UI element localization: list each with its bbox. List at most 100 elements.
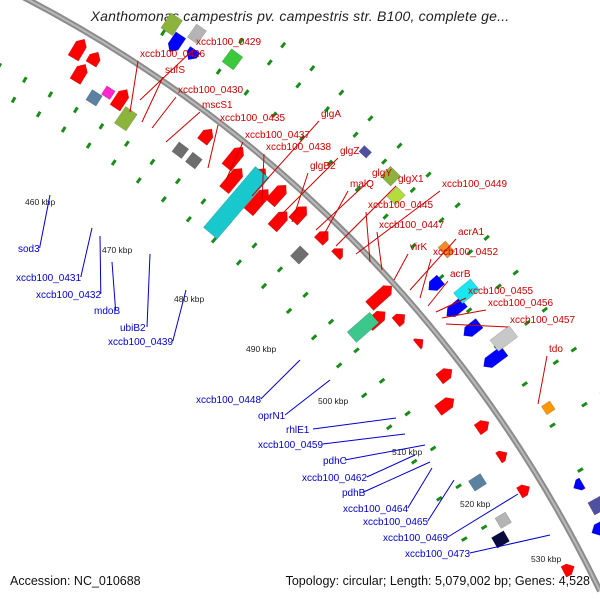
gene-label-reverse[interactable]: xccb100_0469 [383,533,448,544]
forward-gene[interactable] [434,394,457,416]
olive-gene[interactable] [160,12,183,36]
purple-gene[interactable] [358,145,372,159]
gene-label-forward[interactable]: xccb100_0447 [379,220,444,231]
forward-gene[interactable] [67,36,90,62]
forward-gene[interactable] [313,227,332,246]
gene-label-forward[interactable]: xccb100_0455 [468,286,533,297]
gene-label-reverse[interactable]: pdhC [323,456,347,467]
forward-gene[interactable] [221,143,248,172]
gene-label-reverse[interactable]: rhlE1 [286,425,310,436]
forward-gene[interactable] [219,165,246,195]
olive-gene[interactable] [380,165,401,187]
gene-label-reverse[interactable]: sod3 [18,244,40,255]
gene-label-forward[interactable]: xccb100_0456 [488,298,553,309]
forward-gene[interactable] [473,417,492,436]
green-gene[interactable] [346,311,380,343]
reverse-gene[interactable] [480,345,509,371]
gene-label-forward[interactable]: xccb100_0445 [368,200,433,211]
navy-gene[interactable] [491,530,510,549]
purple-gene[interactable] [587,483,600,516]
forward-gene[interactable] [365,282,395,311]
reverse-gene[interactable] [460,318,484,341]
forward-gene[interactable] [267,208,292,233]
forward-gene[interactable] [197,125,216,146]
orange-gene[interactable] [540,400,556,416]
gene-label-forward[interactable]: xccb100_0430 [178,85,243,96]
forward-gene[interactable] [85,49,104,68]
gene-label-forward[interactable]: xccb100_0437 [245,130,310,141]
gene-label-forward[interactable]: acrA1 [458,227,485,238]
guide-dot [285,307,293,315]
gene-label-forward[interactable]: xccb100_0449 [442,179,507,190]
gene-label-reverse[interactable]: xccb100_0473 [405,549,470,560]
forward-gene[interactable] [495,448,510,464]
guide-dot [382,213,389,220]
gene-label-forward[interactable]: malQ [350,179,374,190]
gray-gene[interactable] [494,511,512,529]
gene-label-forward[interactable]: glgY [372,168,392,179]
gray-gene[interactable] [489,325,518,352]
forward-gene[interactable] [265,181,291,208]
guide-dot [409,186,416,194]
gene-label-forward[interactable]: glgX1 [398,174,424,185]
gene-label-forward[interactable]: xccb100_0452 [433,247,498,258]
forward-gene[interactable] [560,561,577,578]
gene-label-reverse[interactable]: xccb100_0459 [258,440,323,451]
gene-label-forward[interactable]: xccb100_0435 [220,113,285,124]
gene-label-forward[interactable]: mscS1 [202,100,233,111]
gene-label-forward[interactable]: xccb100_0457 [510,315,575,326]
gene-label-forward[interactable]: glgA [321,109,341,120]
gene-label-reverse[interactable]: pdhB [342,488,366,499]
gene-label-forward[interactable]: xccb100_0429 [196,37,261,48]
forward-gene[interactable] [331,244,347,261]
reverse-gene[interactable] [425,274,446,295]
gene-label-forward[interactable]: glgB2 [310,161,336,172]
cyan-gene[interactable] [453,278,480,305]
guide-dot [215,68,222,75]
reverse-gene[interactable] [165,31,187,55]
guide-dot [381,158,388,165]
gray-gene[interactable] [185,151,203,170]
gray-gene[interactable] [290,245,310,265]
gene-label-forward[interactable]: sufS [165,65,185,76]
cyan-gene[interactable] [203,166,270,240]
pink-gene[interactable] [101,85,116,100]
gene-label-reverse[interactable]: xccb100_0464 [343,504,408,515]
gray-gene[interactable] [171,141,190,160]
forward-gene[interactable] [69,61,91,85]
gray-gene[interactable] [187,23,207,45]
leader-line [393,253,409,281]
gene-label-forward[interactable]: xccb100_0438 [266,142,331,153]
gene-label-forward[interactable]: acrB [450,269,471,280]
gene-label-reverse[interactable]: xccb100_0431 [16,273,81,284]
leader-line [321,190,349,239]
forward-gene[interactable] [516,482,532,499]
green-gene[interactable] [221,48,244,71]
gene-label-forward[interactable]: xccb100_0426 [140,49,205,60]
gene-label-reverse[interactable]: oprN1 [258,411,286,422]
gene-label-forward[interactable]: tdo [549,344,563,355]
gene-label-forward[interactable]: glgZ [340,146,359,157]
gene-label-reverse[interactable]: xccb100_0465 [363,517,428,528]
olive-gene[interactable] [114,106,138,132]
gray-blue-gene[interactable] [468,473,488,492]
forward-gene[interactable] [109,86,132,112]
gene-label-reverse[interactable]: xccb100_0448 [196,395,261,406]
gene-label-forward[interactable]: virK [410,242,428,253]
reverse-gene[interactable] [183,46,201,63]
reverse-gene[interactable] [571,477,586,493]
gene-label-reverse[interactable]: xccb100_0439 [108,337,173,348]
gene-label-reverse[interactable]: xccb100_0462 [302,473,367,484]
olive-gene[interactable] [386,186,406,206]
gray-blue-gene[interactable] [85,89,103,107]
forward-gene[interactable] [435,365,456,385]
leader-line [111,261,117,311]
gene-label-reverse[interactable]: ubiB2 [120,323,146,334]
guide-dot [160,29,166,37]
reverse-gene[interactable] [589,516,600,538]
guide-dot [238,37,245,45]
forward-gene[interactable] [391,310,409,328]
gene-label-reverse[interactable]: xccb100_0432 [36,290,101,301]
forward-gene[interactable] [412,335,427,350]
gene-label-reverse[interactable]: mdoB [94,306,120,317]
